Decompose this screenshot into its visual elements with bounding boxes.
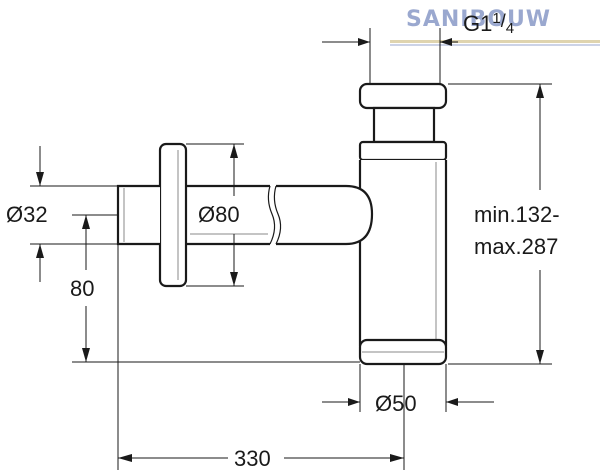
height-max-label: max.287 <box>474 234 558 259</box>
watermark: SANIBOUW <box>390 7 600 46</box>
drain-pipe <box>186 184 374 246</box>
rosette-plate <box>158 142 188 288</box>
dim-rosette-diameter <box>186 143 244 287</box>
pipe-break-right <box>273 185 282 245</box>
neck <box>372 106 436 144</box>
upper-collar <box>358 140 448 162</box>
trap-diameter-label: Ø50 <box>375 391 417 416</box>
watermark-band <box>390 40 600 43</box>
dim-height <box>448 83 552 365</box>
pipe-break-left <box>267 185 276 245</box>
pipe-diameter-label: Ø32 <box>6 202 48 227</box>
height-min-label: min.132- <box>474 202 560 227</box>
watermark-text: SANIBOUW <box>406 7 551 32</box>
dim-trap-diameter <box>322 364 494 412</box>
total-length-label: 330 <box>234 446 271 471</box>
pipe-right-bend <box>276 184 374 246</box>
pipe-left-segment <box>186 184 270 246</box>
rosette-diameter-label: Ø80 <box>198 202 240 227</box>
watermark-band-2 <box>390 44 600 46</box>
outlet-height-label: 80 <box>70 276 94 301</box>
wall-rosette <box>158 142 188 288</box>
dim-total-length <box>117 244 405 470</box>
top-cap <box>358 82 448 110</box>
dim-pipe-diameter <box>30 146 118 282</box>
dim-outlet-height <box>72 214 360 363</box>
wall-pipe <box>116 184 160 246</box>
thread-label: G11/4 <box>463 10 514 37</box>
dim-thread <box>322 28 458 84</box>
main-cylinder <box>358 160 448 347</box>
trap-body <box>358 82 448 366</box>
